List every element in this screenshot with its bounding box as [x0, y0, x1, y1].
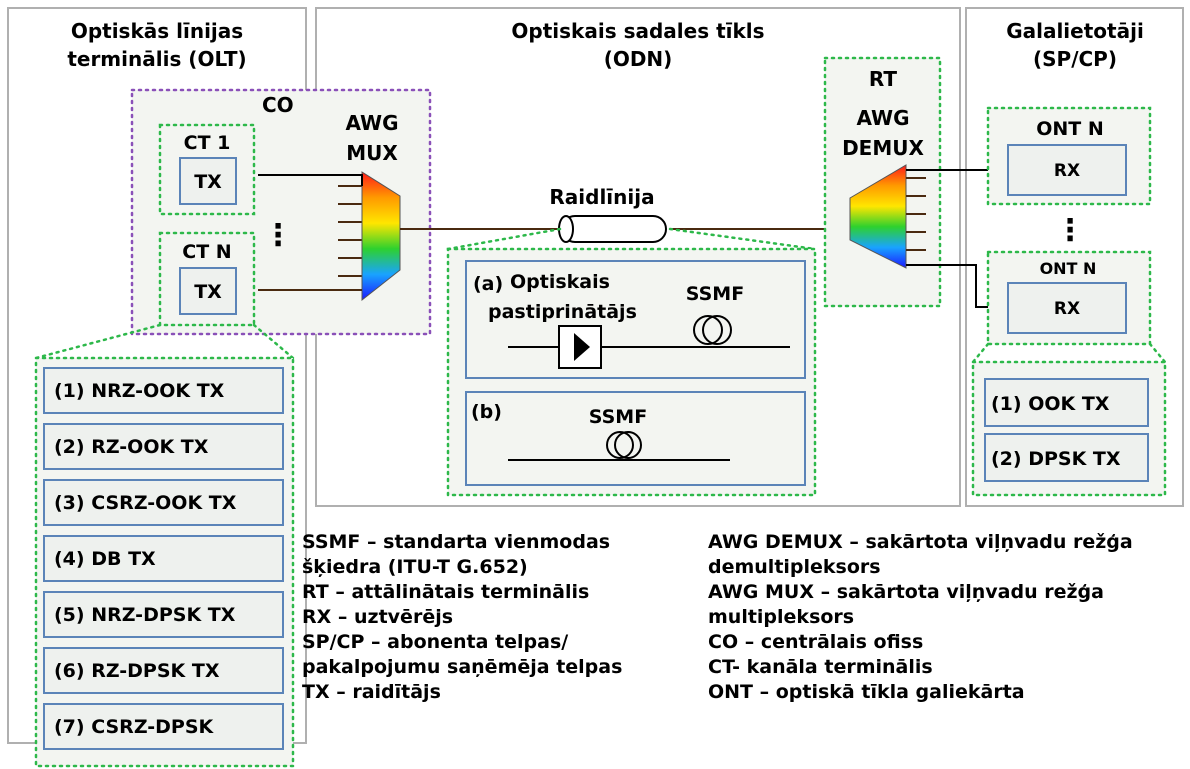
tx-option-label: (7) CSRZ-DPSK	[54, 716, 215, 738]
ssmf-coil-icon-a	[693, 315, 732, 345]
legend-line: multipleksors	[708, 606, 855, 628]
rt-label: RT	[869, 67, 898, 91]
tx-option-box	[43, 423, 284, 470]
ct1-title: CT 1	[184, 132, 231, 154]
demux-label-line2: DEMUX	[842, 136, 924, 160]
tx-option-label: (3) CSRZ-OOK TX	[54, 492, 237, 514]
awg-demux-shape	[849, 164, 907, 269]
zoom-cone-left	[446, 227, 562, 251]
mux-label-line2: MUX	[346, 141, 398, 165]
ctn-title: CT N	[182, 241, 231, 263]
rx-option-box	[984, 378, 1149, 427]
tx-option-item: (3) CSRZ-OOK TX	[43, 479, 284, 526]
tx-option-label: (2) RZ-OOK TX	[54, 436, 209, 458]
tx-option-box	[43, 535, 284, 582]
option-b-tag: (b)	[471, 401, 502, 423]
fiber-cylinder-icon	[558, 215, 667, 243]
ctn-tx-label: TX	[194, 281, 222, 303]
tx-option-box	[43, 703, 284, 750]
option-a-tag: (a)	[473, 273, 503, 295]
legend-line: TX – raidītājs	[302, 681, 441, 703]
fiber-label: Raidlīnija	[549, 185, 654, 209]
ont-ellipsis: ⋮	[1055, 213, 1085, 248]
legend-line: SP/CP – abonenta telpas/	[302, 631, 569, 653]
ctn-tx-box	[179, 267, 237, 315]
tx-option-box	[43, 591, 284, 638]
tx-option-item: (1) NRZ-OOK TX	[43, 367, 284, 414]
odn-heading-line2: (ODN)	[604, 47, 673, 71]
tx-zoom-cone-left	[34, 323, 162, 360]
legend-left: SSMF – standarta vienmodas šķiedra (ITU-T…	[302, 530, 622, 705]
ont-top-rx-label: RX	[1054, 161, 1080, 181]
odn-heading-line1: Optiskais sadales tīkls	[511, 19, 764, 43]
ct1-tx-label: TX	[194, 171, 222, 193]
users-heading-line1: Galalietotāji	[1006, 19, 1144, 43]
legend-line: demultipleksors	[708, 556, 881, 578]
mux-input-ticks	[338, 185, 362, 277]
ct1-tx-box	[179, 157, 237, 205]
tx-option-box	[43, 367, 284, 414]
legend-line: AWG MUX – sakārtota viļņvadu režģa	[708, 581, 1104, 603]
legend-line: šķiedra (ITU-T G.652)	[302, 556, 528, 578]
legend-right: AWG DEMUX – sakārtota viļņvadu režģa demu…	[708, 530, 1190, 705]
legend-line: SSMF – standarta vienmodas	[302, 531, 611, 553]
ct-ellipsis: ⋮	[263, 218, 293, 253]
legend-line: AWG DEMUX – sakārtota viļņvadu režģa	[708, 531, 1133, 553]
tx-option-label: (4) DB TX	[54, 548, 156, 570]
option-b-box	[465, 391, 806, 486]
tx-option-item: (4) DB TX	[43, 535, 284, 582]
tx-option-item: (2) RZ-OOK TX	[43, 423, 284, 470]
zoom-cone-right	[668, 227, 817, 251]
legend-line: RT – attālinātais terminālis	[302, 581, 590, 603]
awg-mux-shape	[361, 171, 401, 302]
ssmf-coil-icon-b	[606, 431, 642, 459]
tx-option-label: (5) NRZ-DPSK TX	[54, 604, 236, 626]
demux-label-line1: AWG	[856, 106, 909, 130]
legend-line: pakalpojumu saņēmēja telpas	[302, 656, 623, 678]
tx-option-label: (6) RZ-DPSK TX	[54, 660, 220, 682]
legend-line: ONT – optiskā tīkla galiekārta	[708, 681, 1025, 703]
rx-options-list: (1) OOK TX (2) DPSK TX	[984, 378, 1149, 482]
tx-zoom-cone-right	[252, 323, 295, 360]
tx-option-item: (7) CSRZ-DPSK	[43, 703, 284, 750]
option-a-ssmf-label: SSMF	[686, 283, 744, 305]
ont-bottom-rx-label: RX	[1054, 299, 1080, 319]
olt-heading-line2: terminālis (OLT)	[67, 47, 246, 71]
option-a-box	[465, 260, 806, 379]
amplifier-icon	[558, 325, 602, 369]
rx-option-label: (2) DPSK TX	[991, 448, 1121, 470]
tx-option-item: (5) NRZ-DPSK TX	[43, 591, 284, 638]
legend-line: CO – centrālais ofiss	[708, 631, 924, 653]
rx-option-item: (1) OOK TX	[984, 378, 1149, 427]
rx-option-box	[984, 433, 1149, 482]
amplifier-label-line1: Optiskais	[510, 271, 610, 293]
tx-option-box	[43, 647, 284, 694]
ont-top-rx-box	[1007, 144, 1127, 196]
tx-option-item: (6) RZ-DPSK TX	[43, 647, 284, 694]
tx-options-list: (1) NRZ-OOK TX (2) RZ-OOK TX (3) CSRZ-OOK …	[43, 367, 284, 750]
rx-option-item: (2) DPSK TX	[984, 433, 1149, 482]
olt-heading-line1: Optiskās līnijas	[71, 19, 243, 43]
ont-bottom-rx-box	[1007, 282, 1127, 334]
ont-top-title: ONT N	[1036, 118, 1104, 140]
co-label: CO	[262, 93, 294, 117]
legend-line: CT- kanāla terminālis	[708, 656, 933, 678]
wire-ct1-mux	[258, 174, 363, 186]
mux-label-line1: AWG	[345, 111, 398, 135]
users-heading-line2: (SP/CP)	[1033, 47, 1117, 71]
amplifier-label-line2: pastiprinātājs	[488, 301, 637, 323]
legend-line: RX – uztvērējs	[302, 606, 454, 628]
demux-output-ticks	[906, 177, 926, 251]
tx-option-box	[43, 479, 284, 526]
tx-option-label: (1) NRZ-OOK TX	[54, 380, 225, 402]
rx-option-label: (1) OOK TX	[991, 393, 1110, 415]
option-b-ssmf-label: SSMF	[589, 406, 647, 428]
ont-bottom-title: ONT N	[1040, 259, 1097, 278]
